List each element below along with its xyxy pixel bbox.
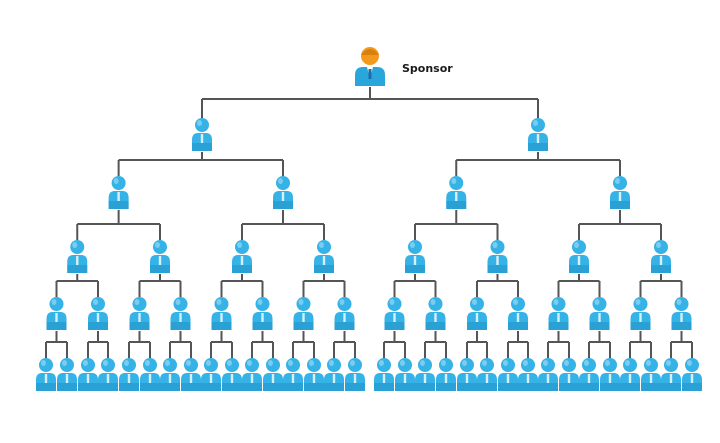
member-person-icon bbox=[263, 358, 283, 391]
member-person-icon bbox=[630, 297, 651, 330]
member-person-icon bbox=[108, 176, 129, 209]
member-person-icon bbox=[548, 297, 569, 330]
member-person-icon bbox=[600, 358, 620, 391]
member-person-icon bbox=[498, 358, 518, 391]
member-person-icon bbox=[569, 240, 589, 273]
member-person-icon bbox=[160, 358, 180, 391]
member-person-icon bbox=[518, 358, 538, 391]
member-person-icon bbox=[538, 358, 558, 391]
sponsor-node bbox=[355, 47, 385, 86]
member-person-icon bbox=[170, 297, 191, 330]
member-person-icon bbox=[293, 297, 314, 330]
member-person-icon bbox=[67, 240, 88, 273]
member-person-icon bbox=[682, 358, 702, 391]
member-person-icon bbox=[477, 358, 497, 391]
member-person-icon bbox=[345, 358, 365, 391]
member-person-icon bbox=[46, 297, 67, 330]
member-person-icon bbox=[446, 176, 467, 209]
member-person-icon bbox=[661, 358, 681, 391]
member-person-icon bbox=[467, 297, 487, 330]
member-person-icon bbox=[374, 358, 394, 391]
member-person-icon bbox=[324, 358, 344, 391]
member-person-icon bbox=[222, 358, 242, 391]
member-person-icon bbox=[181, 358, 201, 391]
member-person-icon bbox=[559, 358, 579, 391]
member-person-icon bbox=[192, 118, 212, 151]
member-person-icon bbox=[201, 358, 221, 391]
sponsor-hair bbox=[361, 49, 379, 55]
member-person-icon bbox=[232, 240, 252, 273]
member-person-icon bbox=[88, 297, 108, 330]
member-person-icon bbox=[436, 358, 456, 391]
member-person-icon bbox=[528, 118, 548, 151]
member-person-icon bbox=[150, 240, 170, 273]
member-person-icon bbox=[651, 240, 671, 273]
member-person-icon bbox=[384, 297, 405, 330]
member-person-icon bbox=[140, 358, 160, 391]
sponsor-tie bbox=[368, 69, 372, 79]
member-person-icon bbox=[314, 240, 334, 273]
member-person-icon bbox=[78, 358, 98, 391]
member-person-icon bbox=[129, 297, 150, 330]
sponsor-label: Sponsor bbox=[402, 62, 453, 75]
member-person-icon bbox=[641, 358, 661, 391]
member-person-icon bbox=[304, 358, 324, 391]
member-person-icon bbox=[671, 297, 692, 330]
member-person-icon bbox=[273, 176, 293, 209]
member-nodes bbox=[36, 118, 702, 391]
member-person-icon bbox=[508, 297, 528, 330]
member-person-icon bbox=[242, 358, 262, 391]
member-person-icon bbox=[252, 297, 273, 330]
member-person-icon bbox=[405, 240, 425, 273]
member-person-icon bbox=[211, 297, 232, 330]
member-person-icon bbox=[415, 358, 435, 391]
member-person-icon bbox=[395, 358, 415, 391]
member-person-icon bbox=[457, 358, 477, 391]
member-person-icon bbox=[334, 297, 355, 330]
member-person-icon bbox=[610, 176, 630, 209]
member-person-icon bbox=[425, 297, 446, 330]
connector-lines bbox=[45, 87, 693, 358]
member-person-icon bbox=[283, 358, 303, 391]
member-person-icon bbox=[579, 358, 599, 391]
member-person-icon bbox=[57, 358, 77, 391]
member-person-icon bbox=[98, 358, 118, 391]
member-person-icon bbox=[589, 297, 610, 330]
member-person-icon bbox=[119, 358, 139, 391]
member-person-icon bbox=[620, 358, 640, 391]
member-person-icon bbox=[36, 358, 56, 391]
member-person-icon bbox=[487, 240, 508, 273]
